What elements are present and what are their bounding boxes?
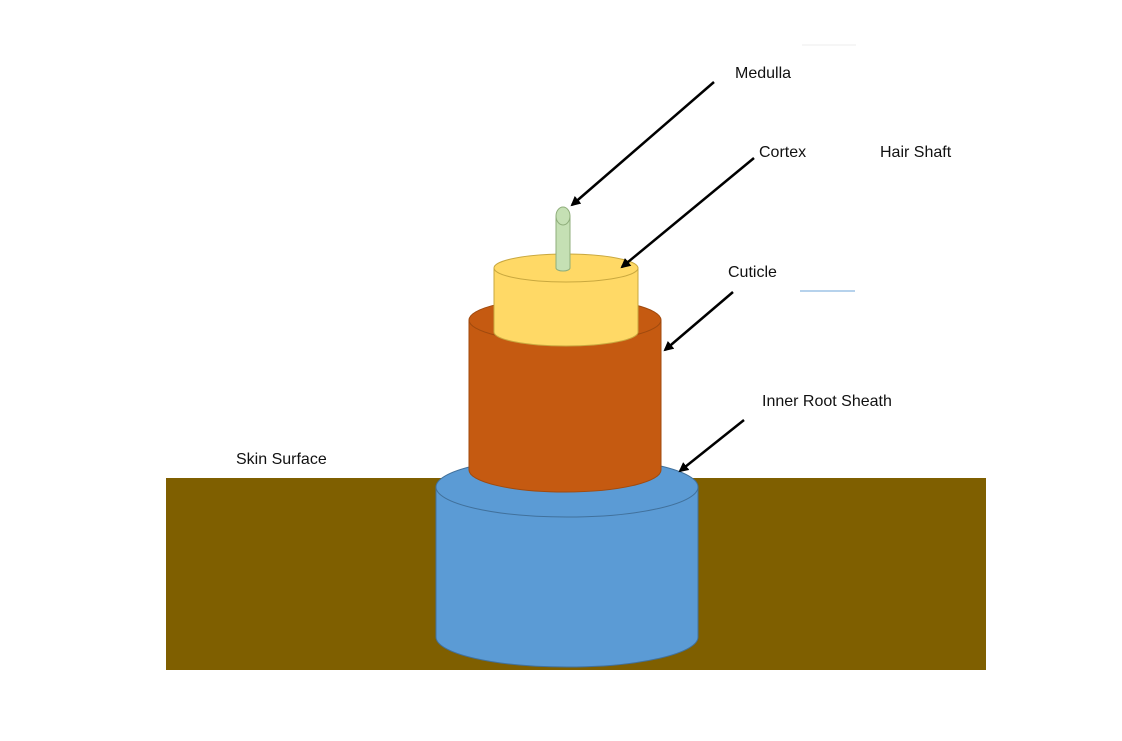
medulla-rod [555,206,571,272]
cuticle-arrow [663,291,734,352]
skin-surface-label: Skin Surface [236,451,327,468]
cortex-label: Cortex [759,144,806,161]
inner-root-sheath-arrow [678,419,745,473]
medulla-label: Medulla [735,65,791,82]
cortex-cylinder [493,253,639,347]
cortex-arrow [620,157,755,269]
hair-shaft-label: Hair Shaft [880,144,952,161]
inner-root-sheath-label: Inner Root Sheath [762,393,892,410]
cuticle-label: Cuticle [728,264,777,281]
medulla-arrow [570,81,715,207]
